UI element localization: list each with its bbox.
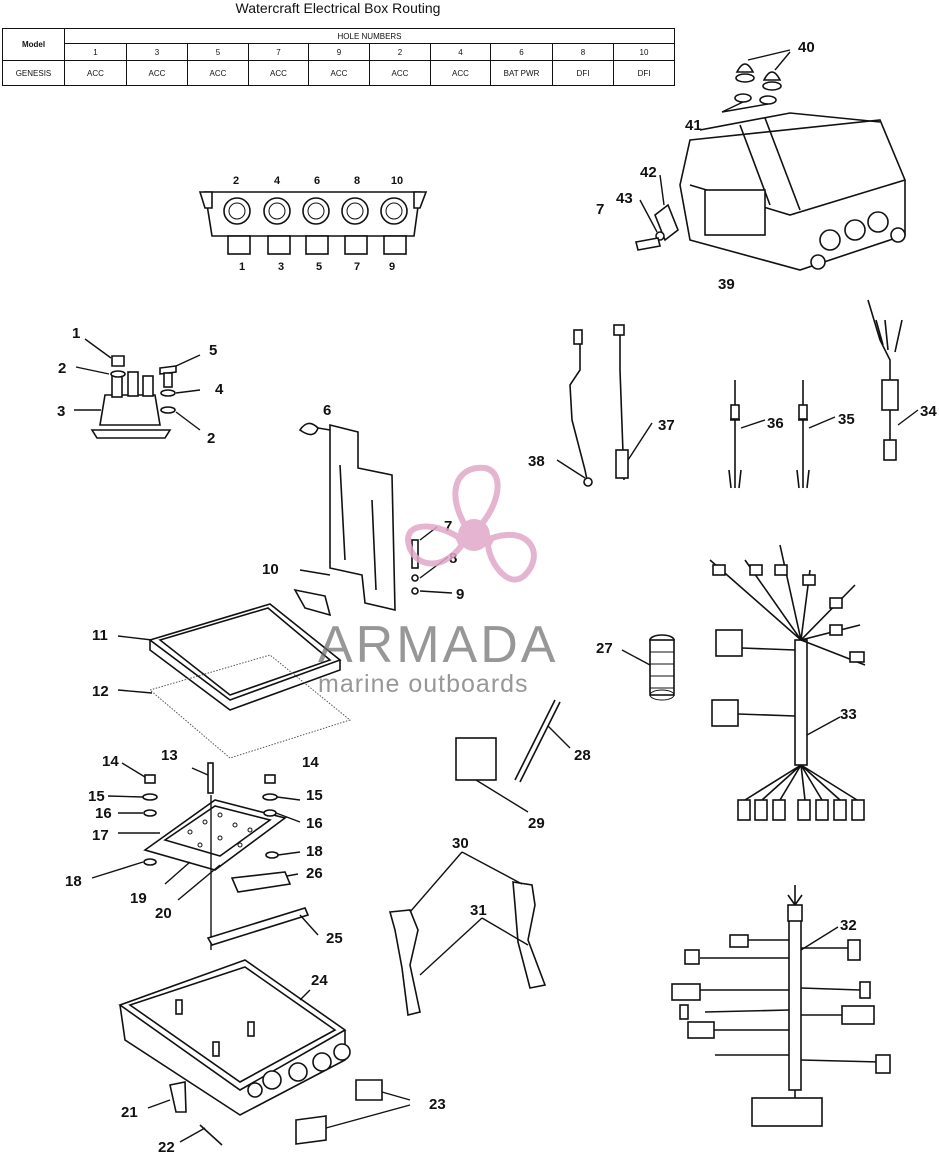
callout-label: 34 [920, 403, 937, 420]
callout-label: 11 [92, 627, 108, 644]
routing-value-cell: BAT PWR [490, 60, 553, 86]
routing-value-cell: ACC [248, 60, 309, 86]
routing-value-cell: ACC [187, 60, 249, 86]
assembled-electrical-box [635, 49, 906, 271]
callout-label: 12 [92, 683, 109, 700]
hole-layout-diagram: 2 4 6 8 10 1 3 5 7 9 [198, 175, 428, 273]
hole-label: 6 [314, 175, 320, 187]
solenoid-assembly [74, 338, 201, 439]
routing-value-cell: ACC [64, 60, 127, 86]
callout-label: 39 [718, 276, 735, 293]
callout-label: 5 [209, 342, 217, 359]
callout-label: 40 [798, 39, 815, 56]
wiring-harness-32 [671, 885, 891, 1127]
callout-label: 9 [456, 586, 464, 603]
callout-label: 32 [840, 917, 857, 934]
callout-label: 36 [767, 415, 784, 432]
hole-label: 4 [274, 175, 281, 187]
hole-number-cell: 10 [612, 43, 676, 61]
routing-value-cell: ACC [430, 60, 491, 86]
callout-labels: 40 41 42 43 7 39 1 2 3 5 4 2 6 7 8 9 10 … [57, 39, 937, 1153]
wiring-harness-33 [709, 544, 866, 821]
watermark-brand: ARMADA [318, 616, 558, 674]
callout-label: 24 [311, 972, 328, 989]
callout-label: 15 [88, 788, 105, 805]
callout-label: 7 [596, 201, 604, 218]
callout-label: 14 [102, 753, 119, 770]
electrical-box-base [118, 959, 411, 1146]
hole-routing-table: Model HOLE NUMBERS 1 3 5 7 9 2 4 6 8 10 … [2, 28, 676, 86]
hole-label: 1 [239, 261, 245, 273]
model-header: Model [2, 28, 65, 61]
callout-label: 23 [429, 1096, 446, 1113]
callout-label: 21 [121, 1104, 138, 1121]
callout-label: 41 [685, 117, 702, 134]
hole-label: 5 [316, 261, 322, 273]
callout-label: 2 [207, 430, 215, 447]
routing-value-cell: DFI [552, 60, 614, 86]
callout-label: 42 [640, 164, 657, 181]
callout-label: 16 [306, 815, 323, 832]
routing-value-cell: ACC [308, 60, 370, 86]
callout-label: 6 [323, 402, 331, 419]
callout-label: 2 [58, 360, 66, 377]
callout-label: 3 [57, 403, 65, 420]
callout-label: 20 [155, 905, 172, 922]
callout-label: 1 [72, 325, 80, 342]
callout-label: 15 [306, 787, 323, 804]
hole-label: 10 [391, 175, 403, 187]
armada-watermark: ARMADA marine outboards [318, 464, 558, 698]
electrical-box-cover [117, 603, 352, 759]
circuit-board-assembly [91, 762, 319, 950]
callout-label: 10 [262, 561, 279, 578]
callout-label: 16 [95, 805, 112, 822]
propeller-logo-icon [404, 464, 537, 583]
routing-value-cell: ACC [126, 60, 188, 86]
callout-label: 38 [528, 453, 545, 470]
hole-label: 8 [354, 175, 360, 187]
callout-label: 25 [326, 930, 343, 947]
callout-label: 18 [306, 843, 323, 860]
hole-label: 2 [233, 175, 239, 187]
routing-value-cell: ACC [369, 60, 431, 86]
callout-label: 17 [92, 827, 109, 844]
callout-label: 29 [528, 815, 545, 832]
callout-label: 30 [452, 835, 469, 852]
callout-label: 4 [215, 381, 224, 398]
callout-label: 26 [306, 865, 323, 882]
callout-label: 43 [616, 190, 633, 207]
callout-label: 7 [444, 518, 452, 535]
callout-label: 19 [130, 890, 147, 907]
callout-label: 31 [470, 902, 487, 919]
hole-label: 9 [389, 261, 395, 273]
watermark-tagline: marine outboards [318, 670, 529, 698]
callout-label: 33 [840, 706, 857, 723]
hole-label: 7 [354, 261, 360, 273]
routing-value-cell: DFI [612, 60, 676, 86]
callout-label: 13 [161, 747, 178, 764]
callout-label: 27 [596, 640, 613, 657]
hole-label: 3 [278, 261, 284, 273]
callout-label: 18 [65, 873, 82, 890]
model-name-cell: GENESIS [2, 60, 65, 86]
page-title: Watercraft Electrical Box Routing [235, 0, 441, 16]
callout-label: 35 [838, 411, 855, 428]
callout-label: 14 [302, 754, 319, 771]
callout-label: 28 [574, 747, 591, 764]
cable-items [388, 299, 919, 1016]
callout-label: 37 [658, 417, 675, 434]
callout-label: 22 [158, 1139, 175, 1153]
mounting-bracket [293, 422, 453, 617]
